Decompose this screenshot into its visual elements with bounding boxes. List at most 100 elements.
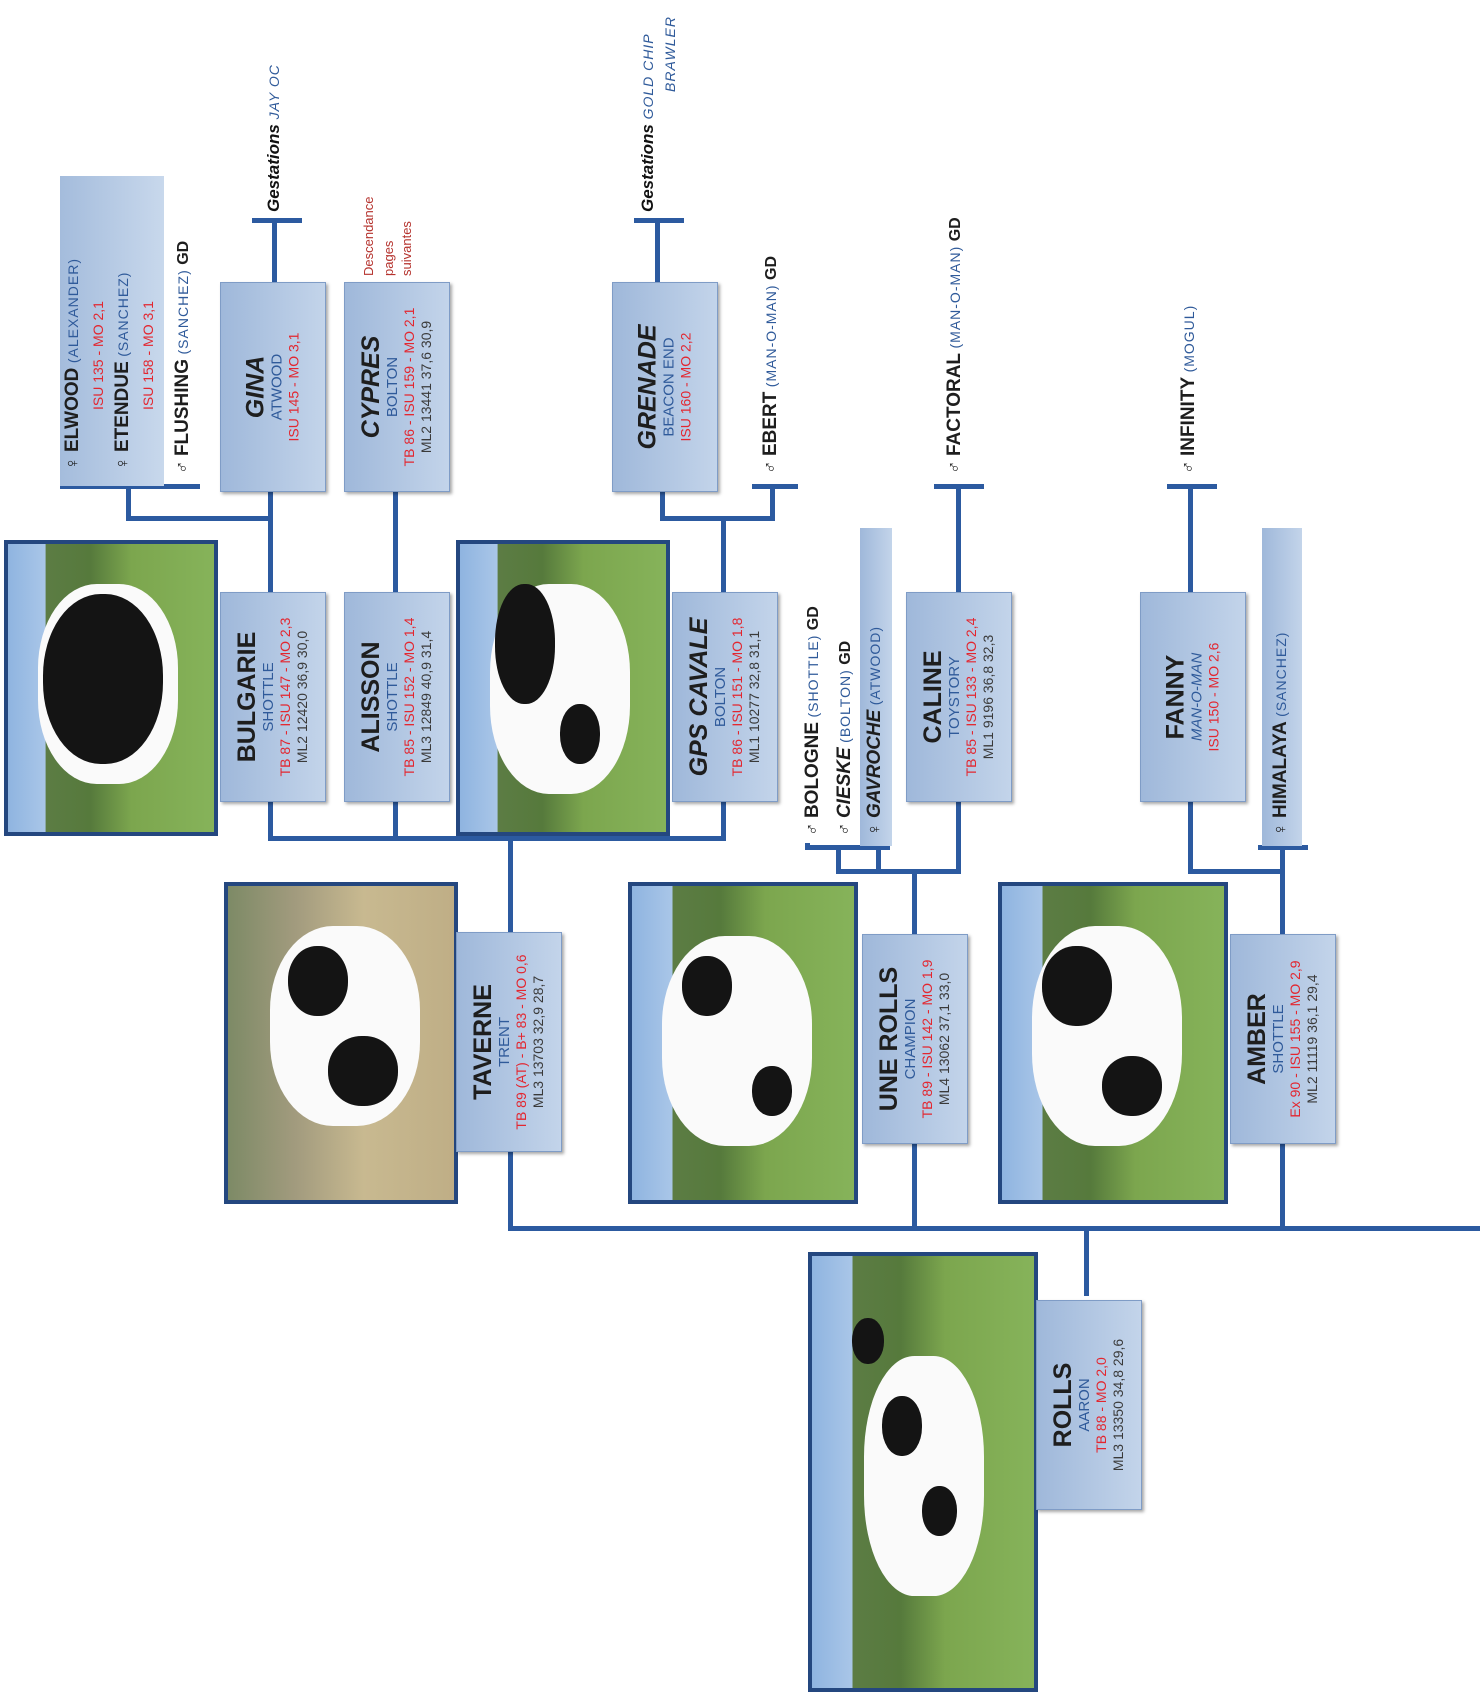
taverne-name: TAVERNE: [469, 984, 498, 1100]
connector-ebert: [770, 484, 775, 520]
photo-unerolls: [628, 882, 858, 1204]
etendue-name: ETENDUE: [112, 361, 133, 453]
bologne-suffix: GD: [805, 606, 822, 631]
factoral-suffix: GD: [947, 217, 964, 242]
infinity-name: INFINITY: [1178, 376, 1199, 457]
cow-spot: [682, 956, 732, 1016]
connector-infinity: [1188, 484, 1193, 594]
card-caline: CALINE TOYSTORY TB 85 - ISU 133 - MO 2,4…: [906, 592, 1012, 802]
connector-gavroche: [876, 845, 881, 873]
amber-name: AMBER: [1243, 993, 1272, 1085]
cypres-indexes: TB 86 - ISU 159 - MO 2,1: [401, 307, 418, 467]
male-icon: ♂: [834, 822, 854, 837]
female-icon: ♀: [112, 456, 132, 471]
gavroche-sire: (ATWOOD): [867, 625, 883, 706]
label-infinity: ♂ INFINITY (MOGUL): [1178, 305, 1200, 474]
gpscavale-production: ML1 10277 32,8 31,1: [746, 630, 763, 764]
elwood-sire: (ALEXANDER): [65, 258, 81, 364]
connector-grenade: [660, 488, 665, 520]
card-gina: GINA ATWOOD ISU 145 - MO 3,1: [220, 282, 326, 492]
cow-spot: [752, 1066, 792, 1116]
connector-himalaya-cap: [1258, 845, 1308, 850]
taverne-production: ML3 13703 32,9 28,7: [530, 975, 547, 1109]
cieske-sire: (BOLTON): [837, 669, 853, 743]
factoral-sire: (MAN-O-MAN): [947, 245, 963, 349]
cow-head: [852, 1318, 884, 1364]
label-elwood-index: ISU 135 - MO 2,1: [90, 301, 108, 410]
bologne-name: BOLOGNE: [802, 721, 823, 819]
cieske-suffix: GD: [837, 640, 854, 665]
caline-production: ML1 9196 36,8 32,3: [980, 634, 997, 760]
grenade-sire: BEACON END: [660, 337, 678, 437]
cow-spot: [922, 1486, 957, 1536]
label-gestations-brawler: BRAWLER: [660, 16, 680, 92]
bulgarie-production: ML2 12420 36,9 30,0: [294, 630, 311, 764]
connector-caline: [956, 800, 961, 874]
label-gestations-jay: Gestations JAY OC: [264, 64, 284, 212]
bulgarie-indexes: TB 87 - ISU 147 - MO 2,3: [277, 617, 294, 777]
male-icon: ♂: [1178, 460, 1198, 475]
connector-alisson-v: [393, 488, 398, 596]
card-himalaya: [1262, 528, 1302, 846]
rolls-indexes: TB 88 - MO 2,0: [1093, 1357, 1110, 1453]
cow-spot: [1042, 946, 1112, 1026]
cow-body: [864, 1356, 984, 1596]
bologne-sire: (SHOTTLE): [805, 634, 821, 718]
cow-spot: [882, 1396, 922, 1456]
factoral-name: FACTORAL: [944, 352, 965, 457]
cow-spot: [1102, 1056, 1162, 1116]
amber-sire: SHOTTLE: [1270, 1004, 1288, 1074]
desc-line-2: pages: [381, 240, 396, 276]
card-rolls: ROLLS AARON TB 88 - MO 2,0 ML3 13350 34,…: [1036, 1300, 1142, 1510]
connector-gina-gest: [272, 220, 277, 284]
label-gavroche: ♀ GAVROCHE (ATWOOD): [864, 626, 886, 836]
photo-amber: [998, 882, 1228, 1204]
cow-spot: [288, 946, 348, 1016]
male-icon: ♂: [760, 460, 780, 475]
gina-sire: ATWOOD: [268, 353, 286, 421]
card-fanny: FANNY MAN-O-MAN ISU 150 - MO 2,6: [1140, 592, 1246, 802]
card-grenade: GRENADE BEACON END ISU 160 - MO 2,2: [612, 282, 718, 492]
elwood-name: ELWOOD: [62, 367, 83, 453]
fanny-name: FANNY: [1161, 654, 1190, 740]
connector-alisson: [393, 800, 398, 840]
connector-bulgarie-bus: [126, 516, 273, 521]
gpscavale-name: GPS CAVALE: [685, 617, 714, 777]
connector-factoral: [956, 484, 961, 594]
label-factoral: ♂ FACTORAL (MAN-O-MAN) GD: [944, 217, 966, 474]
cow-spot: [328, 1036, 398, 1106]
female-icon: ♀: [62, 456, 82, 471]
gestations-word: Gestations: [264, 124, 283, 212]
alisson-indexes: TB 85 - ISU 152 - MO 1,4: [401, 617, 418, 777]
photo-gps-cavale: [456, 540, 670, 836]
alisson-sire: SHOTTLE: [384, 662, 402, 732]
label-ebert: ♂ EBERT (MAN-O-MAN) GD: [760, 256, 782, 474]
elwood-indexes: ISU 135 - MO 2,1: [90, 301, 106, 410]
label-etendue-index: ISU 158 - MO 3,1: [140, 301, 158, 410]
connector-taverne-bus: [268, 836, 726, 841]
connector-infinity-cap: [1167, 484, 1217, 489]
label-elwood: ♀ ELWOOD (ALEXANDER): [62, 258, 84, 470]
cow-body: [662, 936, 812, 1146]
amber-production: ML2 11119 36,1 29,4: [1304, 974, 1321, 1104]
fanny-indexes: ISU 150 - MO 2,6: [1205, 642, 1222, 752]
photo-rolls: [808, 1252, 1038, 1692]
alisson-production: ML3 12849 40,9 31,4: [418, 630, 435, 764]
card-gps-cavale: GPS CAVALE BOLTON TB 86 - ISU 151 - MO 1…: [672, 592, 778, 802]
connector-unerolls-h: [805, 845, 890, 850]
connector-amber-h: [1188, 869, 1285, 874]
himalaya-sire: (SANCHEZ): [1273, 631, 1289, 717]
connector-grenade-gest: [655, 220, 660, 284]
male-icon: ♂: [944, 460, 964, 475]
desc-line-1: Descendance: [361, 196, 376, 277]
alisson-name: ALISSON: [357, 641, 386, 753]
cypres-sire: BOLTON: [384, 356, 402, 418]
fanny-sire: MAN-O-MAN: [1188, 652, 1206, 742]
infinity-sire: (MOGUL): [1181, 304, 1197, 373]
card-amber: AMBER SHOTTLE Ex 90 - ISU 155 - MO 2,9 M…: [1230, 934, 1336, 1144]
ebert-sire: (MAN-O-MAN): [763, 284, 779, 388]
connector-cavale-h: [660, 516, 775, 521]
etendue-sire: (SANCHEZ): [115, 271, 131, 357]
flushing-name: FLUSHING: [172, 358, 193, 457]
